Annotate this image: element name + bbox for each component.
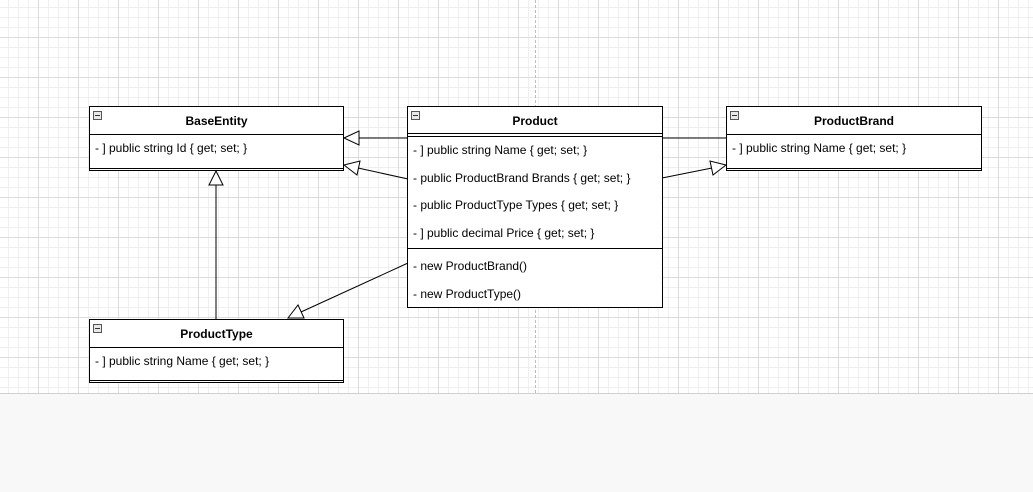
class-name: BaseEntity (185, 114, 248, 128)
generalization-product-to-producttype[interactable] (286, 262, 409, 319)
compartment-separator (90, 379, 343, 381)
methods-compartment: - new ProductBrand() - new ProductType() (408, 249, 662, 308)
class-header: ProductType (90, 320, 343, 348)
collapse-minus-icon[interactable] (93, 111, 102, 120)
class-product[interactable]: Product - ] public string Name { get; se… (407, 106, 663, 308)
collapse-minus-icon[interactable] (730, 111, 739, 120)
attribute-row[interactable]: - ] public string Id { get; set; } (95, 141, 248, 155)
collapse-minus-icon[interactable] (93, 324, 102, 333)
generalization-product-to-productbrand[interactable] (661, 160, 728, 179)
method-row[interactable]: - new ProductType() (413, 286, 522, 301)
attribute-row[interactable]: - ] public decimal Price { get; set; } (413, 225, 595, 240)
workspace-background (0, 394, 1033, 492)
compartment-separator (90, 167, 343, 169)
attribute-row[interactable]: - ] public string Name { get; set; } (732, 141, 907, 155)
generalization-producttype-to-baseentity[interactable] (208, 169, 224, 319)
method-row[interactable]: - new ProductBrand() (413, 259, 528, 273)
class-name: Product (512, 114, 558, 128)
class-producttype[interactable]: ProductType - ] public string Name { get… (89, 319, 344, 383)
class-baseentity[interactable]: BaseEntity - ] public string Id { get; s… (89, 106, 344, 171)
class-header: ProductBrand (727, 107, 981, 135)
attribute-row[interactable]: - ] public string Name { get; set; } (95, 354, 270, 368)
attributes-compartment: - ] public string Name { get; set; } - p… (408, 137, 662, 247)
attribute-row[interactable]: - public ProductBrand Brands { get; set;… (413, 170, 631, 185)
compartment-separator (727, 167, 981, 169)
generalization-product-to-baseentity[interactable] (342, 160, 409, 180)
attribute-row[interactable]: - ] public string Name { get; set; } (413, 143, 588, 157)
diagram-canvas[interactable]: BaseEntity - ] public string Id { get; s… (0, 0, 1033, 394)
class-name: ProductBrand (813, 114, 894, 128)
class-productbrand[interactable]: ProductBrand - ] public string Name { ge… (726, 106, 982, 171)
class-header: BaseEntity (90, 107, 343, 135)
collapse-minus-icon[interactable] (411, 111, 420, 120)
compartment-separator (408, 248, 662, 249)
header-separator (408, 133, 662, 134)
class-name: ProductType (180, 327, 253, 341)
class-header: Product (408, 107, 662, 133)
header-separator-double (408, 136, 662, 137)
attribute-row[interactable]: - public ProductType Types { get; set; } (413, 198, 619, 212)
